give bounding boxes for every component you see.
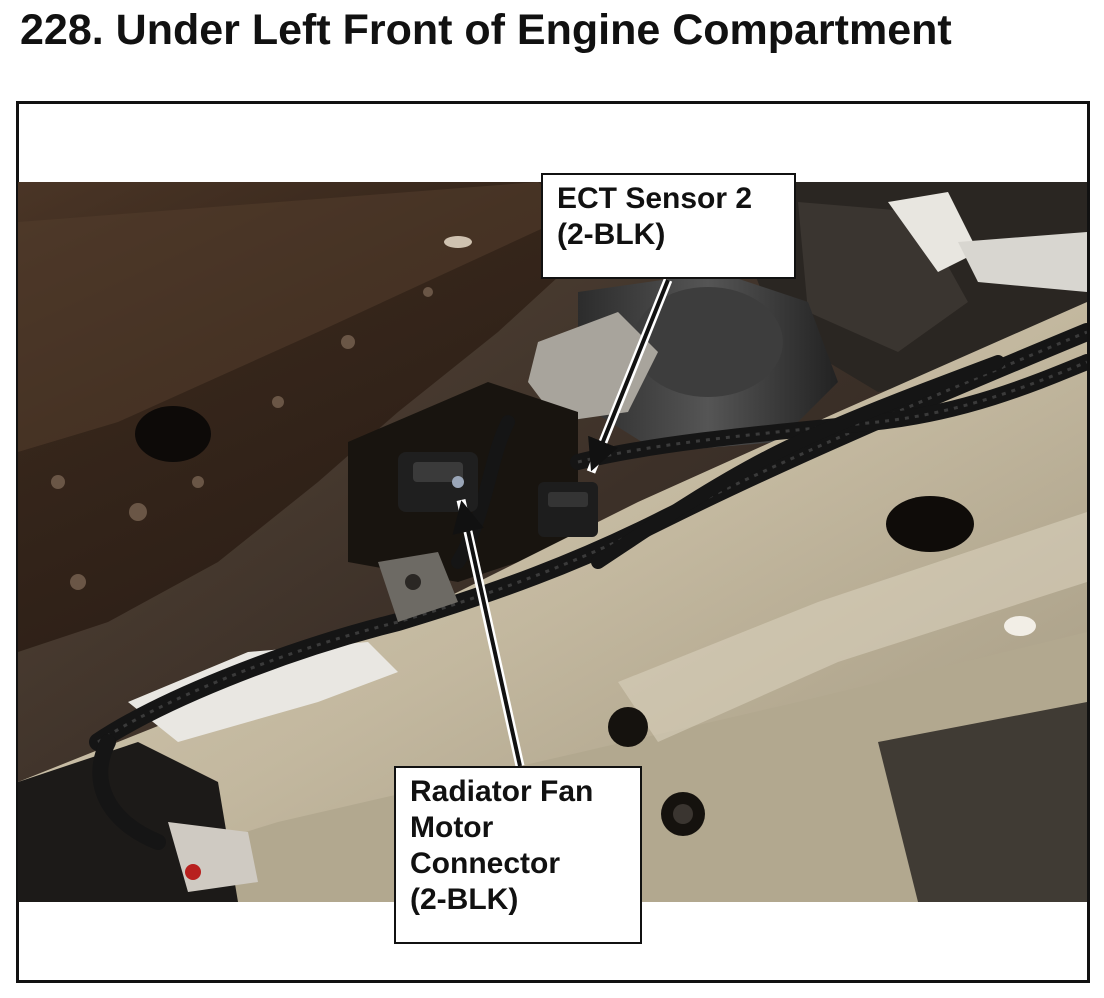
radiator-fan-connector-type: (2-BLK) <box>410 883 519 916</box>
ect-sensor-callout: ECT Sensor 2 (2-BLK) <box>541 173 796 279</box>
page-title: 228. Under Left Front of Engine Compartm… <box>20 6 952 54</box>
ect-sensor-label: ECT Sensor 2 <box>557 182 753 215</box>
radiator-fan-label-line1: Radiator Fan <box>410 775 594 808</box>
radiator-fan-label-line2: Motor <box>410 811 494 844</box>
radiator-fan-callout: Radiator Fan Motor Connector (2-BLK) <box>394 766 642 944</box>
ect-sensor-connector-type: (2-BLK) <box>557 218 666 251</box>
radiator-fan-label-line3: Connector <box>410 847 560 880</box>
